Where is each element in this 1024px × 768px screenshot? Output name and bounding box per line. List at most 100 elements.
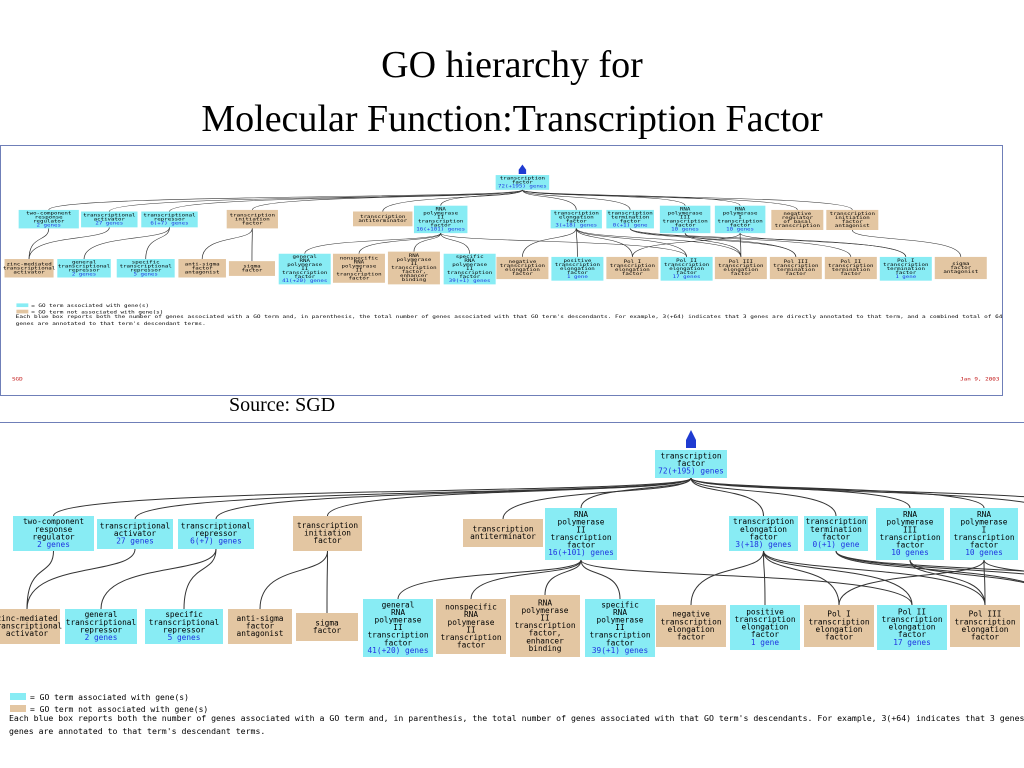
go-term-nsrp2[interactable]: nonspecificRNApolymeraseIItranscriptionf… — [436, 599, 506, 654]
go-term-label-line: transcription — [500, 264, 545, 269]
go-term-label-line: negative — [672, 610, 710, 619]
go-term-label-line: sigma — [243, 264, 260, 269]
go-term-gene-count: 1 gene — [751, 638, 779, 647]
edge-rp2tf-srp2 — [440, 233, 471, 254]
go-term-grp2[interactable]: generalRNApolymeraseIItranscriptionfacto… — [363, 599, 433, 657]
edge-tf-tcrr — [48, 189, 523, 211]
go-term-label-line: transcription — [555, 263, 600, 268]
go-term-label-line: RNA — [903, 510, 917, 519]
go-term-label-line: II — [540, 614, 549, 623]
go-term-label-line: transcription — [718, 264, 763, 269]
go-term-rp2enh[interactable]: RNApolymeraseIItranscriptionfactor,enhan… — [387, 251, 440, 285]
go-term-label-line: elongation — [615, 268, 650, 273]
go-term-label-line: two-component — [23, 517, 84, 526]
go-term-gene-count: 16(+101) genes — [548, 548, 614, 557]
edge-tf-tcrr — [53, 477, 692, 517]
edge-tif-asfa — [201, 228, 253, 260]
go-term-srp2[interactable]: specificRNApolymeraseIItranscriptionfact… — [443, 253, 496, 285]
edge-tcrr-znta — [28, 228, 50, 260]
go-term-label-line: Pol II — [676, 259, 697, 264]
go-term-box — [116, 259, 175, 278]
go-term-label-line: I — [738, 215, 741, 220]
go-term-label-line: binding — [529, 644, 562, 653]
go-term-label-line: II — [355, 268, 362, 273]
go-term-label-line: polymerase — [375, 616, 422, 625]
go-term-rp2tf[interactable]: RNApolymeraseIItranscriptionfactor16(+10… — [413, 205, 468, 234]
go-term-srp2[interactable]: specificRNApolymeraseIItranscriptionfact… — [585, 599, 655, 657]
go-term-rp2enh[interactable]: RNApolymeraseIItranscriptionfactor,enhan… — [510, 595, 580, 657]
go-term-box — [877, 605, 947, 650]
go-term-grp2[interactable]: generalRNApolymeraseIItranscriptionfacto… — [278, 253, 331, 285]
go-term-label-line: Pol I — [897, 259, 914, 264]
go-term-box — [496, 256, 549, 280]
edge-rp2tf-rp2enh — [413, 233, 442, 252]
go-term-gene-count: 10 genes — [965, 548, 1003, 557]
go-term-nsrp2[interactable]: nonspecificRNApolymeraseIItranscriptionf… — [332, 253, 385, 283]
edge-rp2tf-grp2 — [304, 232, 442, 254]
go-term-rp2tf[interactable]: RNApolymeraseIItranscriptionfactor16(+10… — [545, 508, 617, 560]
go-term-label-line: factor — [749, 532, 777, 541]
go-term-label-line: transcription — [589, 631, 650, 640]
go-term-gene-count: 5 genes — [168, 633, 201, 642]
go-term-label-line: repressor — [80, 625, 123, 634]
go-term-box — [606, 256, 659, 280]
legend: = GO term associated with gene(s)= GO te… — [16, 303, 163, 315]
go-term-box — [97, 519, 173, 549]
go-term-box — [293, 516, 362, 551]
legend: = GO term associated with gene(s)= GO te… — [10, 693, 208, 714]
go-term-gene-count: 27 genes — [95, 221, 123, 226]
go-term-box — [65, 609, 137, 644]
edge-rp2tf-rp2enh — [544, 559, 582, 596]
go-term-label-line: factor — [842, 220, 863, 225]
edge-rp1tf-p1ttf — [983, 559, 1024, 572]
go-term-label-line: polymerase — [522, 606, 569, 615]
